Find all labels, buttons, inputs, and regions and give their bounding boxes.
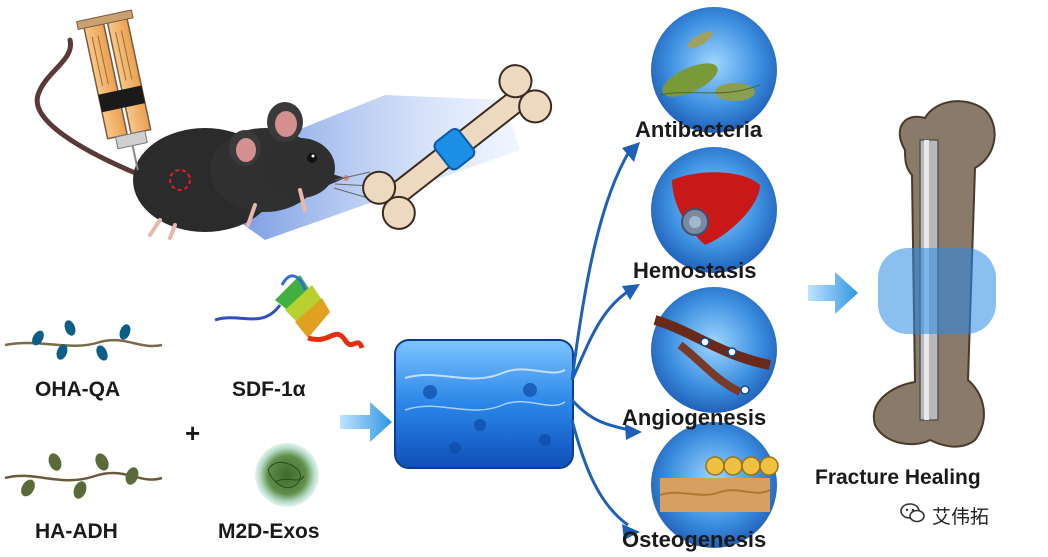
wechat-icon — [900, 502, 926, 524]
oha-qa-chain — [4, 320, 163, 361]
osteogenesis-circle — [651, 422, 779, 548]
label-m2d-exos: M2D-Exos — [218, 520, 320, 543]
watermark-text: 艾伟拓 — [932, 506, 990, 528]
plus-sign: + — [185, 418, 201, 448]
label-ha-adh: HA-ADH — [35, 520, 118, 543]
label-antibacteria: Antibacteria — [635, 117, 763, 142]
sdf-protein-illustration — [214, 274, 365, 349]
arrow-to-fracture — [808, 272, 858, 314]
mouse-illustration — [34, 9, 520, 240]
label-fracture-healing: Fracture Healing — [815, 466, 981, 489]
branch-arrowheads — [622, 142, 642, 540]
label-sdf: SDF-1α — [232, 378, 306, 401]
antibacteria-circle — [651, 7, 777, 133]
branch-arrows — [570, 149, 632, 527]
hydrogel-block — [394, 339, 574, 469]
arrow-to-hydrogel — [340, 402, 392, 442]
exosome-illustration — [255, 443, 319, 507]
femur-illustration — [872, 100, 996, 448]
bone-illustration — [362, 64, 553, 230]
label-oha-qa: OHA-QA — [35, 378, 121, 401]
label-hemostasis: Hemostasis — [633, 258, 757, 283]
hemostasis-circle — [651, 147, 777, 273]
label-osteogenesis: Osteogenesis — [622, 527, 767, 552]
label-angiogenesis: Angiogenesis — [622, 405, 767, 430]
ha-adh-chain — [4, 453, 163, 499]
angiogenesis-circle — [651, 287, 777, 413]
